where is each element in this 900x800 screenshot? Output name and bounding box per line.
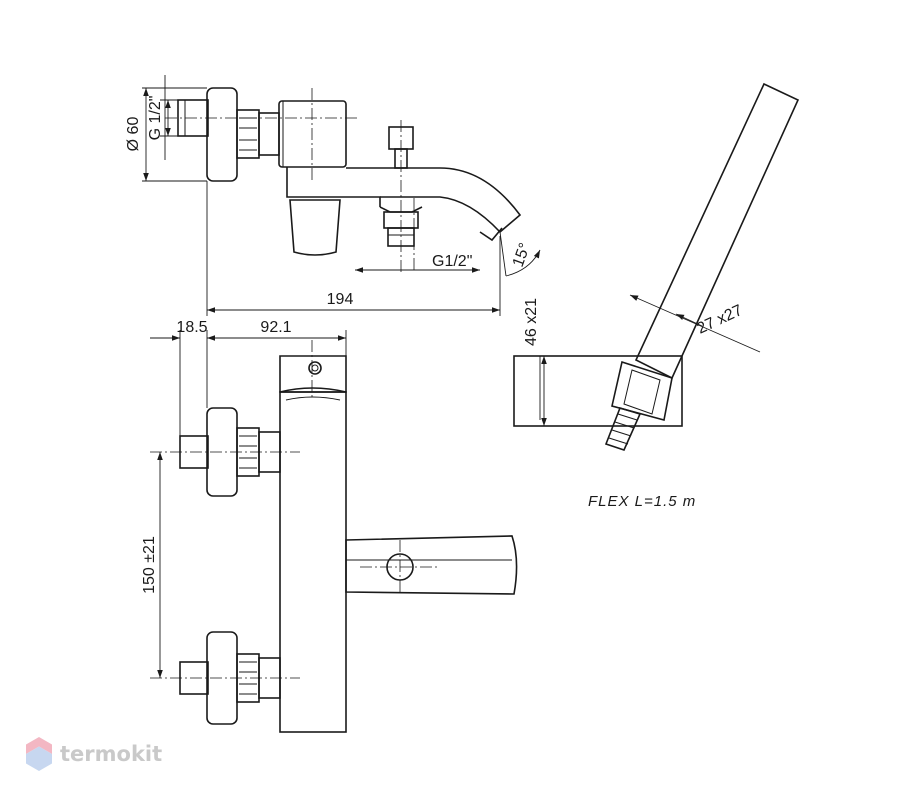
wall-flange [206,87,238,182]
dim-offset-18-5: 18.5 [176,319,207,336]
mixer-body [278,100,347,168]
front-view [150,330,518,733]
shower-handle [634,82,800,380]
connector-nut [236,109,260,159]
top-view [142,75,541,316]
watermark-brand: termokit [60,742,163,766]
dim-handle-27x27: 27 x27 [695,302,746,338]
dim-length-194: 194 [327,291,354,308]
spout [346,167,522,234]
lever-handle-front [345,535,518,595]
dim-offset-92-1: 92.1 [260,319,291,336]
hand-shower [513,82,800,451]
lever-handle [289,199,341,256]
shower-holder [513,355,683,427]
shower-connector [611,360,673,421]
mixer-column [279,391,347,733]
hose-thread [604,407,642,451]
dim-holder-46x21: 46 x21 [523,298,540,346]
dim-diameter-60: Ø 60 [125,117,142,152]
dim-centers-150: 150 ±21 [141,536,158,594]
dim-thread-top: G 1/2" [147,96,164,141]
dim-thread-outlet: G1/2" [432,253,472,270]
watermark: termokit [24,736,162,772]
diverter-knob-front [308,361,322,375]
dim-angle-15: 15° [510,241,534,270]
termokit-logo-icon [26,737,52,771]
flex-hose-note: FLEX L=1.5 m [588,493,696,510]
